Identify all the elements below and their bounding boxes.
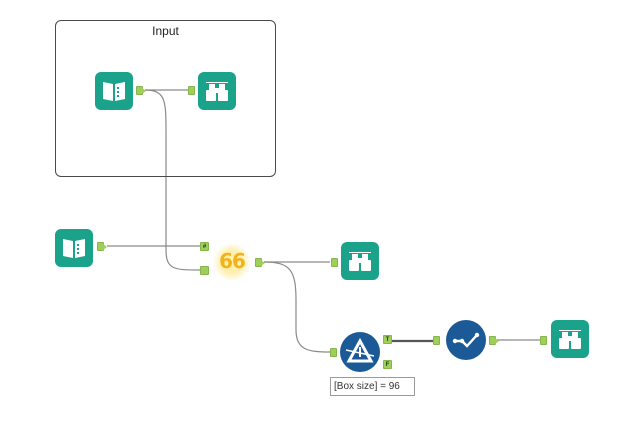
select-tool[interactable] [446, 320, 486, 360]
select-input-anchor[interactable] [433, 336, 440, 345]
formula-lower-input-anchor[interactable] [200, 266, 209, 275]
input-data-1-output-anchor[interactable] [136, 86, 146, 95]
select-output-anchor[interactable] [489, 336, 499, 345]
book-icon [63, 239, 85, 258]
input-data-2-output-anchor[interactable] [97, 242, 107, 251]
formula-output-anchor[interactable] [255, 258, 265, 267]
binoculars-icon [559, 330, 581, 349]
browse-2-input-anchor[interactable] [331, 258, 338, 267]
formula-icon: 66 [219, 249, 246, 273]
binoculars-icon [349, 252, 371, 271]
input-container[interactable]: Input [55, 20, 276, 177]
container-title: Input [152, 24, 179, 38]
formula-tool[interactable] [213, 243, 251, 281]
browse-3-input-anchor[interactable] [540, 336, 547, 345]
checkmark-path-icon [452, 332, 480, 348]
binoculars-icon [206, 82, 228, 101]
filter-icon [345, 337, 375, 363]
browse-1-input-anchor[interactable] [188, 86, 195, 95]
wire-formula-filter [263, 261, 331, 353]
filter-true-anchor[interactable]: T [383, 335, 392, 344]
browse-tool-3[interactable] [551, 320, 589, 358]
filter-tool[interactable] [340, 332, 380, 372]
input-data-tool-1[interactable] [95, 72, 133, 110]
book-icon [103, 82, 125, 101]
formula-upper-input-anchor[interactable]: # [200, 242, 209, 251]
filter-annotation: [Box size] = 96 [330, 377, 415, 396]
filter-input-anchor[interactable] [330, 348, 337, 357]
filter-false-anchor[interactable]: F [383, 360, 392, 369]
browse-tool-1[interactable] [198, 72, 236, 110]
input-data-tool-2[interactable] [55, 229, 93, 267]
browse-tool-2[interactable] [341, 242, 379, 280]
